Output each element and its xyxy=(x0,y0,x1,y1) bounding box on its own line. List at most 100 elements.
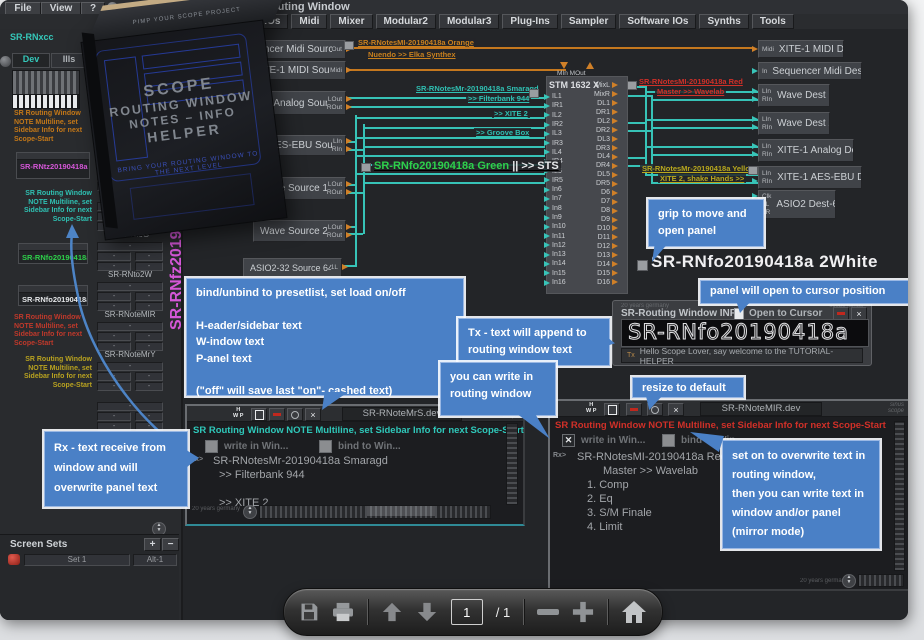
top-tab[interactable]: Mixer xyxy=(330,14,373,29)
write-in-win-checkbox[interactable]: ✕ xyxy=(562,434,575,447)
mixer-output-port[interactable]: DR2 xyxy=(580,126,618,135)
port-1l[interactable]: 1L xyxy=(331,264,348,271)
port-in[interactable]: LIn xyxy=(752,143,772,150)
preset-group-label[interactable]: SR-RNoteMIR xyxy=(104,310,156,319)
preset-slot[interactable]: - xyxy=(135,422,163,431)
top-tab[interactable]: Midi xyxy=(291,14,328,29)
mixer-input-port[interactable]: IL4 xyxy=(544,148,566,157)
page-up-icon[interactable] xyxy=(381,601,403,623)
source-asio[interactable]: ASIO2-32 Source 64 1L xyxy=(243,258,348,277)
horizontal-scrollbar[interactable] xyxy=(259,505,491,519)
minimize-button[interactable] xyxy=(626,403,642,416)
mixer-output-port[interactable]: D10 xyxy=(580,224,618,233)
mixer-output-port[interactable]: DL5 xyxy=(580,170,618,179)
bind-to-win-checkbox[interactable] xyxy=(662,434,675,447)
pages-icon[interactable] xyxy=(251,408,267,421)
scrollbar-thumb[interactable] xyxy=(367,506,435,516)
mixer-input-port[interactable]: In16 xyxy=(544,278,566,287)
port-lout[interactable]: LOut xyxy=(327,223,352,231)
port-in[interactable]: LIn xyxy=(752,88,772,95)
note-grip-handle[interactable] xyxy=(637,260,648,271)
mixer-output-port[interactable]: D7 xyxy=(580,197,618,206)
wire-label-teal-1[interactable]: SR-RNotesMr-20190418a Smaragd xyxy=(414,84,541,93)
vertical-scrollbar[interactable] xyxy=(894,421,905,571)
mixer-output-port[interactable]: D11 xyxy=(580,233,618,242)
port-in[interactable]: RIn xyxy=(752,96,772,103)
resize-button[interactable] xyxy=(287,408,303,421)
sidebar-tab-ills[interactable]: Ills xyxy=(51,53,87,68)
mixer-output-port[interactable]: MixL xyxy=(580,81,618,90)
preset-slot[interactable]: - xyxy=(97,282,163,291)
mixer-output-port[interactable]: D8 xyxy=(580,206,618,215)
port-out[interactable]: Out xyxy=(332,46,352,53)
mixer-output-port[interactable]: D15 xyxy=(580,269,618,278)
mixer-input-port[interactable]: IL3 xyxy=(544,129,566,138)
dest-sequencer-midi[interactable]: In Sequencer Midi Dest 1 xyxy=(752,62,862,80)
preset-slot[interactable]: - xyxy=(135,372,163,381)
wire-label-yellow-2[interactable]: XITE 2, shake Hands >> xyxy=(658,174,747,183)
viewer-toolbar[interactable]: 1 / 1 xyxy=(283,588,663,636)
vertical-scrollbar[interactable] xyxy=(506,423,518,505)
mixer-output-port[interactable]: DR5 xyxy=(580,179,618,188)
screen-set-name-field[interactable]: Set 1 xyxy=(24,554,130,566)
mixer-midi-ports[interactable]: MIn MOut xyxy=(557,70,586,77)
top-tab[interactable]: Modular2 xyxy=(375,14,436,29)
screen-set-remove-button[interactable]: − xyxy=(162,538,179,551)
port-lout[interactable]: LOut xyxy=(327,95,352,103)
wire-label-yellow-1[interactable]: SR-RNotesMr-20190418a Yellow xyxy=(640,164,758,173)
mixer-input-port[interactable]: IL1 xyxy=(544,92,566,101)
mixer-output-port[interactable]: DL3 xyxy=(580,135,618,144)
port-in[interactable]: Midi xyxy=(752,45,774,53)
mixer-output-port[interactable]: DR1 xyxy=(580,108,618,117)
top-tab[interactable]: Modular3 xyxy=(438,14,500,29)
wire-label-red-2[interactable]: Master >> Wavelab xyxy=(655,87,727,96)
close-button[interactable]: × xyxy=(668,403,684,416)
mixer-output-port[interactable]: DR4 xyxy=(580,161,618,170)
top-tab[interactable]: Software IOs xyxy=(619,14,697,29)
preset-slot[interactable]: - xyxy=(97,372,131,381)
wire-label-orange-1[interactable]: SR-RNotesMI-20190418a Orange xyxy=(356,38,476,47)
mixer-input-port[interactable]: In6 xyxy=(544,185,566,194)
mixer-output-port[interactable]: D12 xyxy=(580,242,618,251)
open-to-cursor-button[interactable]: Open to Cursor xyxy=(749,308,823,319)
mixer-output-port[interactable]: DL4 xyxy=(580,153,618,162)
mixer-input-port[interactable]: IR3 xyxy=(544,138,566,147)
mixer-input-port[interactable]: In10 xyxy=(544,222,566,231)
minimize-button[interactable] xyxy=(269,408,285,421)
mixer-output-port[interactable]: DL2 xyxy=(580,117,618,126)
mixer-output-port[interactable]: D16 xyxy=(580,278,618,287)
preset-slot[interactable]: - xyxy=(97,362,163,371)
close-button[interactable]: × xyxy=(305,408,321,421)
mixer-input-port[interactable]: In15 xyxy=(544,269,566,278)
port-in[interactable]: LIn xyxy=(752,116,772,123)
port-rout[interactable]: ROut xyxy=(327,189,352,196)
sidebar-collapse-icon[interactable] xyxy=(0,56,11,67)
port-in[interactable]: RIn xyxy=(752,178,772,185)
wire-label-teal-3[interactable]: >> XITE 2 xyxy=(492,109,530,118)
mixer-output-port[interactable]: MixR xyxy=(580,90,618,99)
preset-slot[interactable]: - xyxy=(97,322,163,331)
preset-slot[interactable]: - xyxy=(135,412,163,421)
zoom-out-icon[interactable] xyxy=(537,609,560,615)
dest-xite-midi[interactable]: Midi XITE-1 MIDI Dest xyxy=(752,40,844,58)
port-lout[interactable]: LOut xyxy=(327,181,352,188)
preset-slot[interactable]: - xyxy=(97,242,163,251)
page-down-icon[interactable] xyxy=(416,601,438,623)
mixer-input-port[interactable]: In14 xyxy=(544,259,566,268)
horizontal-scrollbar[interactable] xyxy=(858,574,904,587)
port-in[interactable]: LIn xyxy=(752,170,772,177)
mixer-input-port[interactable]: In7 xyxy=(544,194,566,203)
top-tab[interactable]: Tools xyxy=(751,14,794,29)
preset-slot[interactable]: - xyxy=(97,422,131,431)
preset-slot[interactable]: - xyxy=(135,292,163,301)
mixer-input-port[interactable]: IL2 xyxy=(544,111,566,120)
print-icon[interactable] xyxy=(332,602,354,622)
